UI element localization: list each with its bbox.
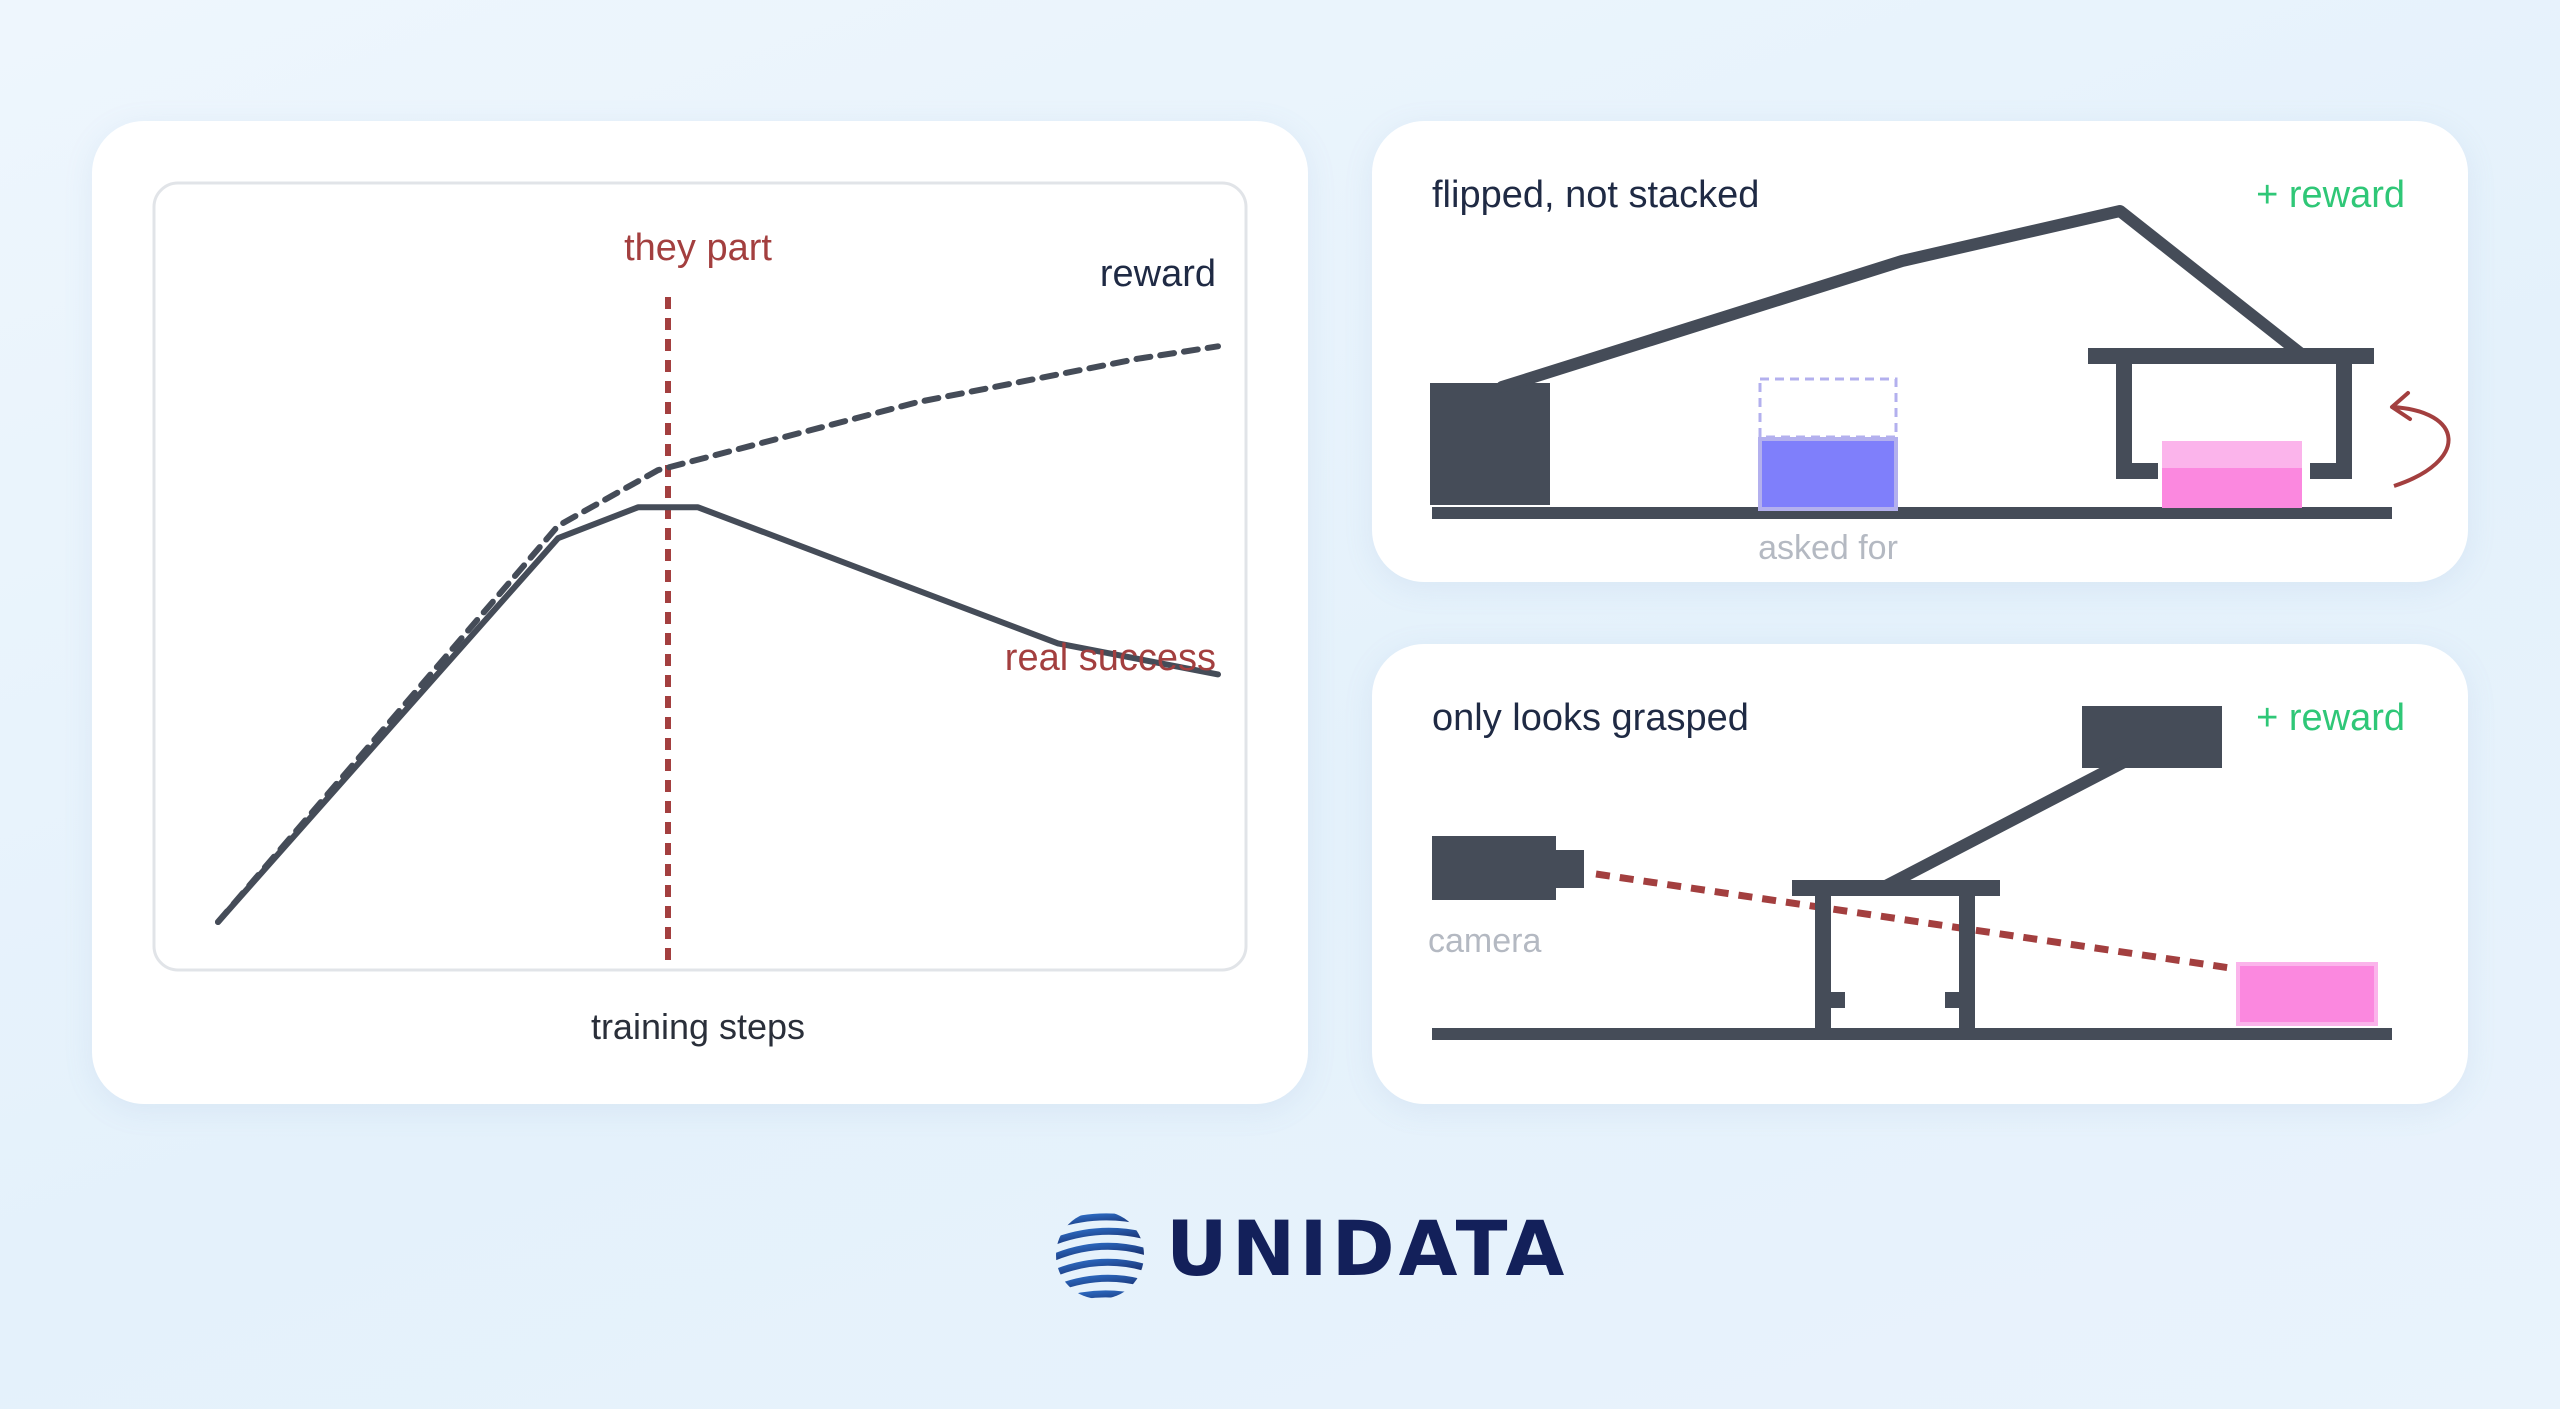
panel-only-looks-grasped: only looks grasped + reward camera: [1372, 644, 2468, 1104]
blue-block: [1758, 437, 1898, 511]
gripper-bar: [1792, 880, 2000, 896]
camera-label: camera: [1428, 922, 1541, 960]
chart-card: they part reward real success training s…: [92, 121, 1308, 1104]
series-line-real-success: [215, 504, 1221, 925]
gripper-finger-right: [2310, 361, 2352, 479]
panel-title: only looks grasped: [1432, 697, 1749, 739]
reward-vs-success-chart: they part reward real success training s…: [152, 181, 1248, 1047]
gripper-finger-right: [1945, 894, 1975, 1032]
reward-badge: + reward: [2256, 697, 2405, 739]
flip-arrow: [2391, 405, 2451, 488]
flip-illustration: flipped, not stacked + reward asked for: [1430, 174, 2451, 567]
robot-base: [1430, 383, 1550, 505]
gripper-bar: [2088, 348, 2374, 364]
grasp-illustration: only looks grasped + reward camera: [1428, 697, 2405, 1040]
gripper-finger-left: [2116, 361, 2158, 479]
pink-block: [2162, 468, 2302, 508]
unidata-logo: UNIDATA: [1050, 1205, 1564, 1305]
camera-lens: [1554, 850, 1584, 888]
series-label-real-success: real success: [1005, 637, 1216, 679]
target-label: asked for: [1758, 529, 1898, 567]
pink-block: [2236, 962, 2378, 1026]
panel-title: flipped, not stacked: [1432, 174, 1759, 216]
x-axis-label: training steps: [591, 1006, 805, 1047]
robot-arm-link: [1874, 756, 2130, 895]
gripper-finger-left: [1815, 894, 1845, 1032]
globe-logo-icon: [1056, 1213, 1144, 1299]
pink-block-top: [2162, 441, 2302, 469]
robot-base: [2082, 706, 2222, 768]
brand-name: UNIDATA: [1166, 1204, 1569, 1293]
flip-arrow-head: [2390, 391, 2412, 421]
panel-flipped-not-stacked: flipped, not stacked + reward asked for: [1372, 121, 2468, 582]
series-label-reward: reward: [1100, 253, 1216, 295]
reward-badge: + reward: [2256, 174, 2405, 216]
robot-arm-link: [1496, 205, 2306, 393]
annotation-label: they part: [624, 227, 772, 269]
camera-body: [1432, 836, 1556, 900]
series-line-reward: [215, 343, 1221, 925]
target-outline: [1758, 377, 1898, 439]
plot-area-frame: [152, 181, 1248, 972]
